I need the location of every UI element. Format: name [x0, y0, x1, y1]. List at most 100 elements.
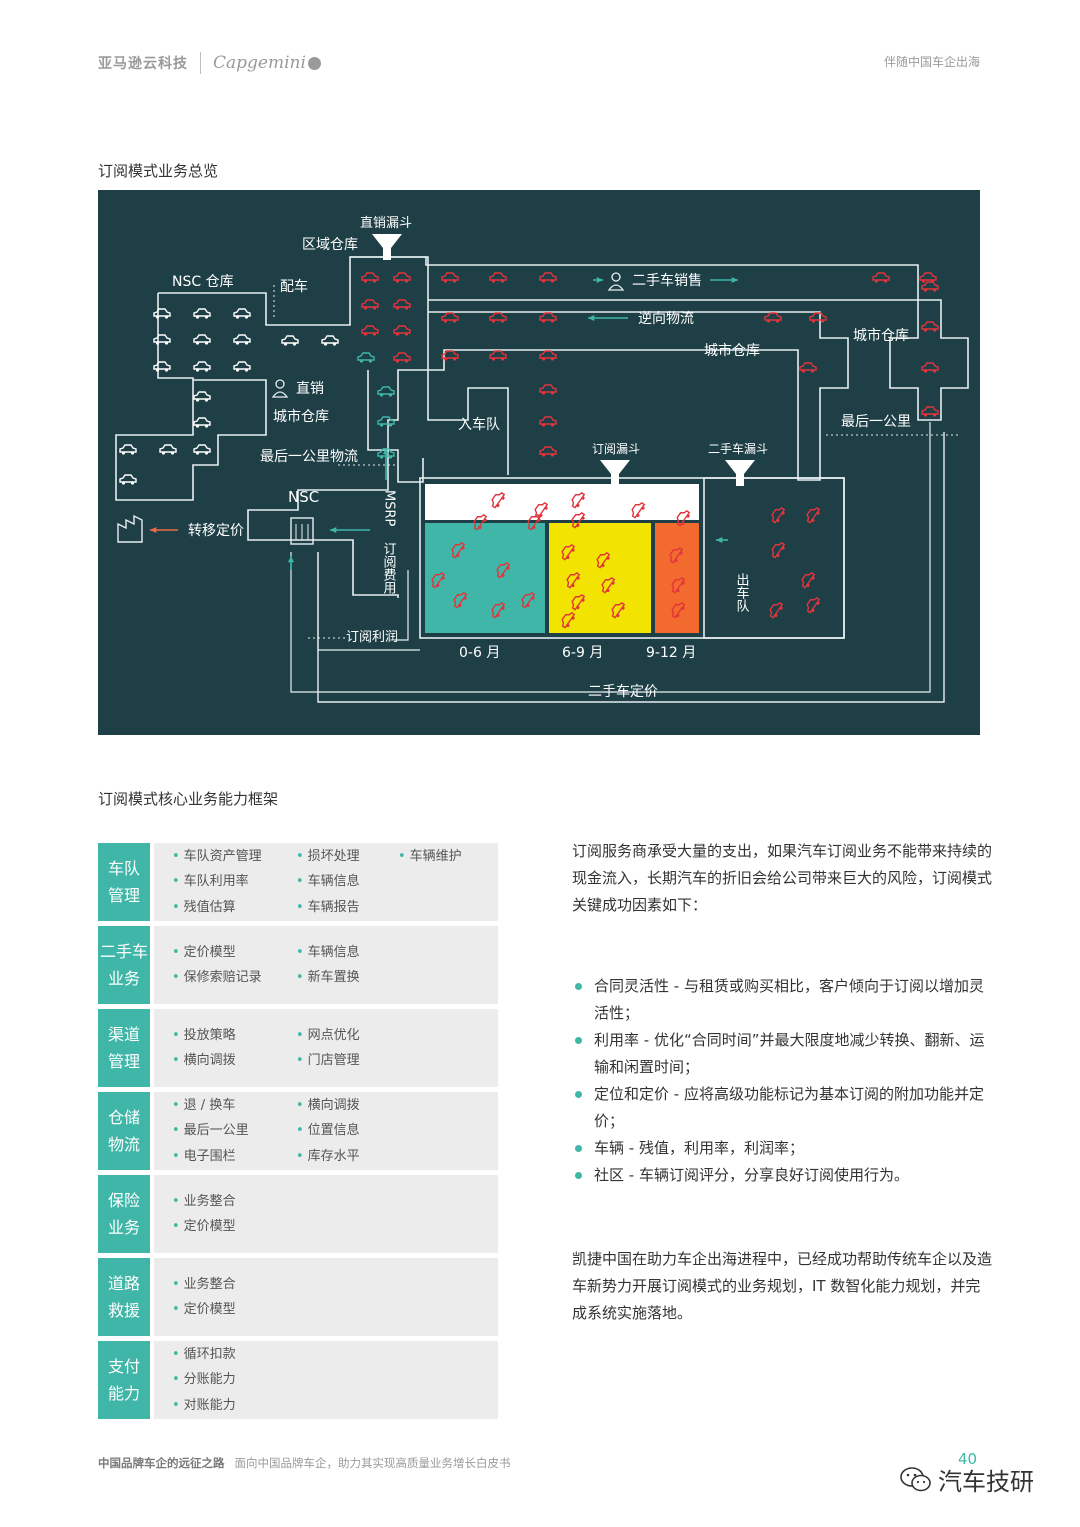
used-car-sales-arrow-left-head	[596, 276, 603, 284]
framework-item-empty	[296, 1189, 398, 1214]
framework-item-empty	[296, 1214, 398, 1239]
nsc-car-icon	[153, 361, 171, 372]
nsc-car-icon	[321, 335, 339, 346]
red-car-icon	[539, 312, 557, 323]
framework-category: 车队管理	[98, 843, 150, 921]
red-car-icon	[809, 312, 827, 323]
framework-item: 退 / 换车	[172, 1093, 296, 1118]
road-outline-top	[350, 256, 969, 481]
direct-funnel-icon	[372, 234, 402, 260]
framework-category: 二手车业务	[98, 926, 150, 1004]
intro-paragraph: 订阅服务商承受大量的支出，如果汽车订阅业务不能带来持续的现金流入，长期汽车的折旧…	[572, 842, 993, 914]
footer: 中国品牌车企的远征之路面向中国品牌车企，助力其实现高质量业务增长白皮书	[98, 1455, 511, 1471]
diagram-label-subscription_profit: 订阅利润	[346, 630, 398, 645]
red-car-icon	[921, 406, 939, 417]
framework-items: 循环扣款分账能力对账能力	[154, 1341, 498, 1419]
nsc-car-icon	[193, 308, 211, 319]
framework-item-empty	[398, 1272, 498, 1297]
reverse-logistics-arrow-head	[588, 314, 595, 322]
framework-item: 车辆维护	[398, 844, 498, 869]
red-car-icon	[872, 272, 890, 283]
framework-category: 仓储物流	[98, 1092, 150, 1170]
capability-framework: 车队管理车队资产管理损坏处理车辆维护车队利用率车辆信息残值估算车辆报告二手车业务…	[98, 843, 498, 1424]
framework-item-empty	[398, 965, 498, 990]
nsc-building-icon	[290, 517, 314, 545]
framework-item-empty	[398, 869, 498, 894]
diagram-label-subscription_funnel: 订阅漏斗	[592, 442, 640, 456]
fleet-car-icon	[771, 507, 786, 524]
framework-row: 仓储物流退 / 换车横向调拨最后一公里位置信息电子围栏库存水平	[98, 1092, 498, 1170]
red-car-icon	[764, 312, 782, 323]
framework-row: 渠道管理投放策略网点优化横向调拨门店管理	[98, 1009, 498, 1087]
diagram-label-used_car_pricing: 二手车定价	[588, 683, 658, 700]
framework-item-empty	[398, 1048, 498, 1073]
logo-divider	[200, 52, 201, 74]
fleet-out-box	[703, 477, 845, 639]
framework-items: 退 / 换车横向调拨最后一公里位置信息电子围栏库存水平	[154, 1092, 498, 1170]
framework-item: 新车置换	[296, 965, 398, 990]
framework-item: 车辆报告	[296, 895, 398, 920]
wechat-icon	[900, 1466, 931, 1491]
road-outline-left	[115, 256, 429, 598]
red-car-icon	[489, 272, 507, 283]
framework-items: 车队资产管理损坏处理车辆维护车队利用率车辆信息残值估算车辆报告	[154, 843, 498, 921]
diagram-label-used_car_sales: 二手车销售	[632, 272, 702, 289]
framework-category: 保险业务	[98, 1175, 150, 1253]
fleet-out-arrow-head	[716, 536, 723, 544]
framework-item-empty	[296, 1342, 398, 1367]
framework-item: 库存水平	[296, 1144, 398, 1169]
used-car-person-icon-head	[611, 272, 621, 282]
fleet-car-0-6-icon	[453, 592, 468, 609]
diagram-label-reverse_logistics: 逆向物流	[638, 311, 694, 327]
diagram-label-period_9_12: 9-12 月	[646, 645, 696, 661]
red-car-icon	[441, 272, 459, 283]
fleet-car-icon	[806, 507, 821, 524]
capgemini-logo: Capgemini	[213, 53, 321, 73]
framework-item: 横向调拨	[172, 1048, 296, 1073]
nsc-car-icon	[233, 334, 251, 345]
framework-row: 保险业务业务整合定价模型	[98, 1175, 498, 1253]
framework-items: 业务整合定价模型	[154, 1175, 498, 1253]
framework-item: 横向调拨	[296, 1093, 398, 1118]
fleet-car-6-9-icon	[566, 572, 581, 589]
nsc-car-icon	[193, 334, 211, 345]
framework-item: 门店管理	[296, 1048, 398, 1073]
fleet-car-9-12-icon	[671, 577, 686, 594]
nsc-car-icon	[119, 444, 137, 455]
red-car-icon	[393, 325, 411, 336]
fleet-car-6-9-icon	[571, 594, 586, 611]
diagram-label-last_mile: 最后一公里	[841, 414, 911, 430]
red-car-icon	[489, 350, 507, 361]
fleet-car-0-6-icon	[491, 602, 506, 619]
closing-paragraph: 凯捷中国在助力车企出海进程中，已经成功帮助传统车企以及造车新势力开展订阅模式的业…	[572, 1250, 993, 1322]
fleet-car-6-9-icon	[611, 602, 626, 619]
framework-item-empty	[398, 1118, 498, 1143]
framework-category: 支付能力	[98, 1341, 150, 1419]
framework-item-empty	[398, 940, 498, 965]
fleet-car-0-6-icon	[431, 572, 446, 589]
diagram-svg: 直销漏斗区域仓库NSC 仓库配车二手车销售逆向物流城市仓库城市仓库直销城市仓库入…	[98, 190, 980, 735]
framework-item: 定价模型	[172, 940, 296, 965]
diagram-label-nsc_warehouse: NSC 仓库	[172, 274, 234, 290]
fleet-car-icon	[631, 502, 646, 519]
footer-subtitle: 面向中国品牌车企，助力其实现高质量业务增长白皮书	[234, 1456, 511, 1470]
framework-category: 道路救援	[98, 1258, 150, 1336]
red-car-icon	[393, 272, 411, 283]
nsc-car-icon	[193, 444, 211, 455]
fleet-car-icon	[806, 597, 821, 614]
diagram-label-used_car_funnel: 二手车漏斗	[708, 441, 768, 456]
nsc-car-icon	[193, 361, 211, 372]
framework-item: 定价模型	[172, 1297, 296, 1322]
framework-item: 网点优化	[296, 1023, 398, 1048]
diagram-label-fleet_out: 出车队	[734, 573, 750, 613]
framework-item: 保修索赔记录	[172, 965, 296, 990]
teal-car-icon	[377, 416, 395, 427]
framework-item-empty	[398, 1023, 498, 1048]
diagram-label-direct_funnel: 直销漏斗	[360, 215, 412, 231]
framework-item: 对账能力	[172, 1393, 296, 1418]
fleet-car-icon	[571, 512, 586, 529]
framework-item-empty	[398, 1144, 498, 1169]
footer-title: 中国品牌车企的远征之路	[98, 1456, 225, 1470]
subscription-fee-line	[395, 570, 409, 641]
